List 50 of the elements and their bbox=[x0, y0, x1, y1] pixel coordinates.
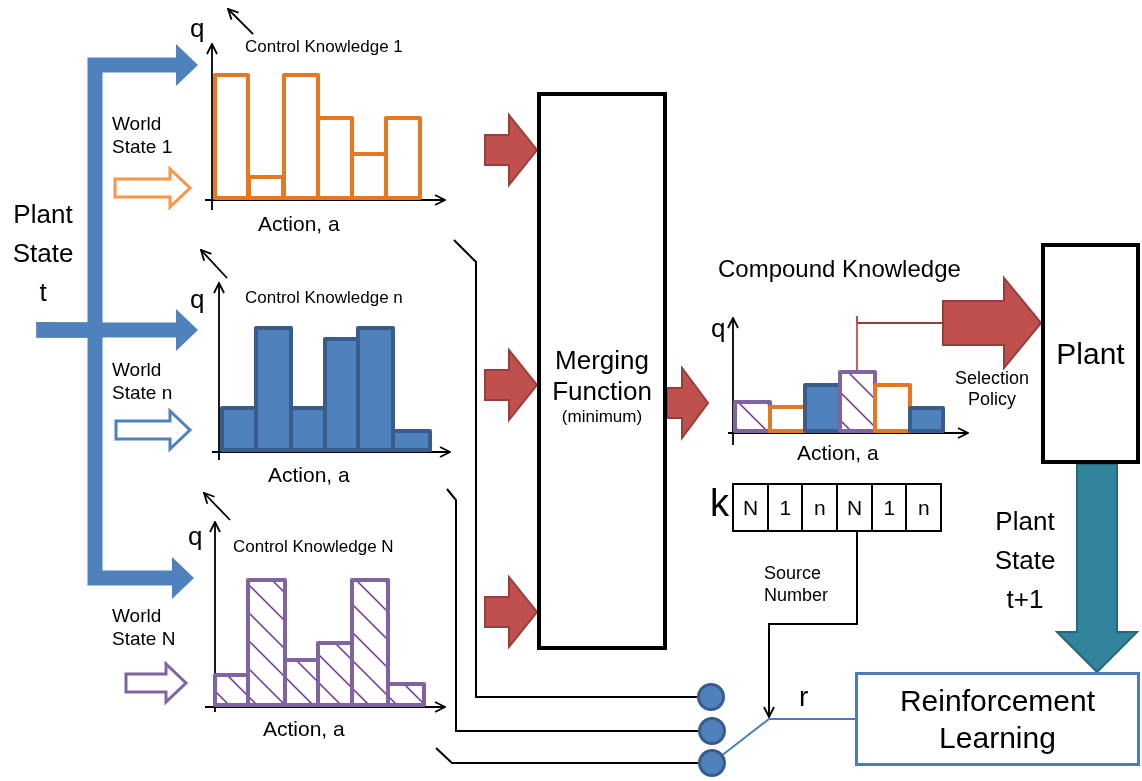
axis-label: Action, a bbox=[268, 463, 350, 487]
box-label: Reinforcement Learning bbox=[898, 682, 1097, 756]
chart-title: Control Knowledge N bbox=[233, 538, 394, 557]
block-arrow bbox=[856, 275, 1043, 371]
register-cell: n bbox=[801, 483, 839, 532]
arrow bbox=[763, 531, 858, 718]
axis-label: q bbox=[190, 14, 205, 43]
hollow-arrow bbox=[113, 165, 193, 211]
function-box bbox=[537, 92, 667, 650]
input-label: World State n bbox=[112, 358, 196, 418]
block-arrow bbox=[484, 347, 539, 423]
state-label: Plant State t bbox=[10, 195, 76, 322]
axis-label: q bbox=[188, 522, 203, 551]
chart-title: Control Knowledge n bbox=[245, 289, 403, 308]
axis-label: Action, a bbox=[797, 441, 879, 465]
register-cell: N bbox=[732, 483, 770, 532]
connector-line bbox=[453, 239, 698, 698]
edge-label: r bbox=[799, 682, 810, 712]
block-arrow bbox=[484, 574, 539, 650]
hollow-arrow bbox=[114, 407, 193, 453]
input-label: World State N bbox=[112, 604, 196, 666]
contact-circle bbox=[697, 683, 725, 711]
block-arrow bbox=[1054, 463, 1140, 674]
axis-label: q bbox=[711, 314, 726, 343]
edge-label: Selection Policy bbox=[953, 368, 1031, 410]
edge-label: Plant State t+1 bbox=[993, 505, 1057, 616]
plant-box bbox=[1041, 243, 1140, 464]
block-arrow bbox=[666, 364, 710, 442]
connector-line bbox=[722, 718, 856, 756]
thick-arrow bbox=[36, 322, 194, 599]
box-subtitle: (minimum) bbox=[561, 407, 643, 428]
axis-label: q bbox=[190, 285, 205, 314]
chart-title: Control Knowledge 1 bbox=[245, 38, 403, 57]
edge-label: Source Number bbox=[764, 562, 830, 606]
input-label: World State 1 bbox=[112, 112, 196, 178]
box-title: Merging Function bbox=[551, 344, 653, 407]
block-arrow bbox=[484, 112, 539, 188]
register-cell: n bbox=[905, 483, 943, 532]
register-cell: N bbox=[836, 483, 874, 532]
box-label: Plant bbox=[1056, 335, 1125, 372]
connector-line bbox=[446, 488, 699, 732]
contact-circle bbox=[698, 749, 726, 777]
axis-label: Action, a bbox=[263, 717, 345, 741]
axis-label: Action, a bbox=[258, 212, 340, 236]
hollow-arrow bbox=[124, 660, 189, 706]
connector-line bbox=[435, 747, 699, 764]
chart-title: Compound Knowledge bbox=[718, 256, 961, 283]
register-label: k bbox=[710, 483, 729, 525]
contact-circle bbox=[698, 717, 726, 745]
learning-box bbox=[855, 672, 1140, 766]
